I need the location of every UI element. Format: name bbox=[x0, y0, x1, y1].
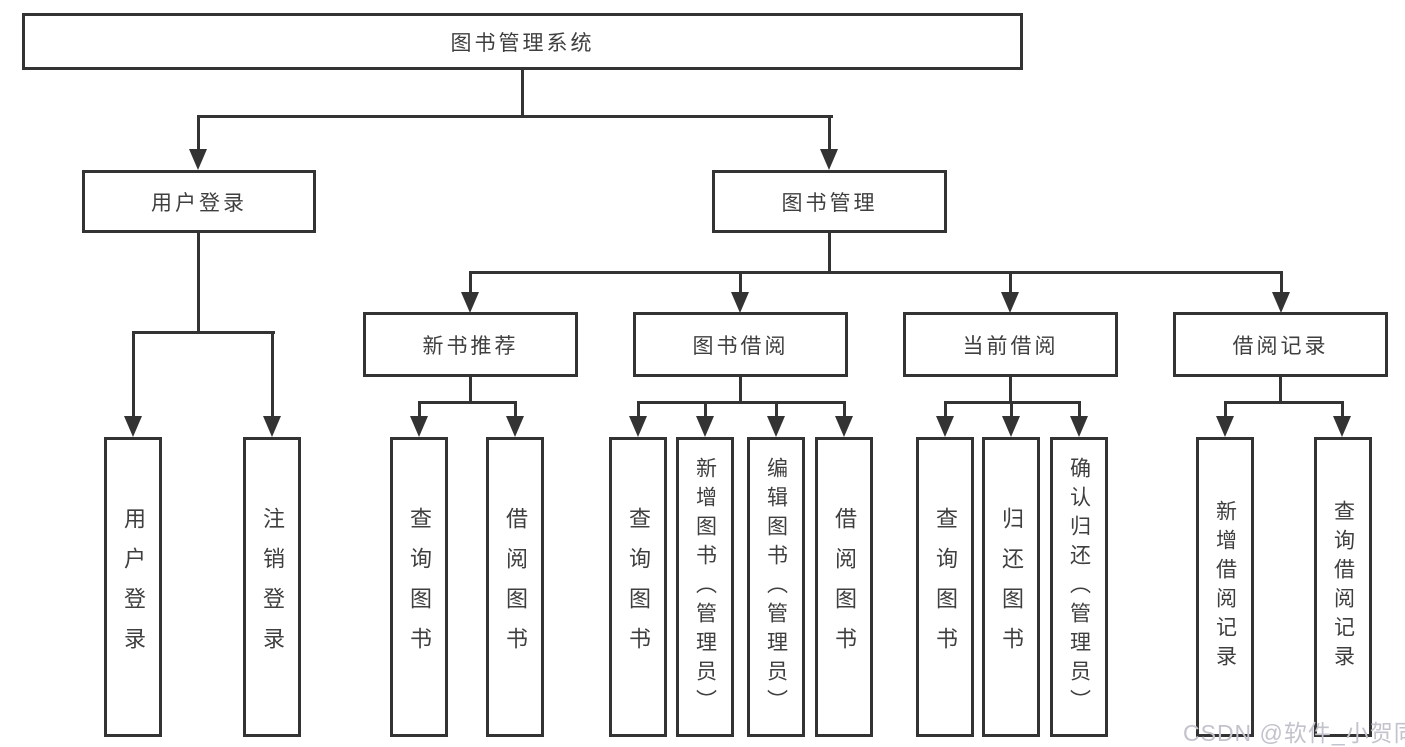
connector-arrow-stem bbox=[1280, 271, 1283, 294]
node-new-book-recommend-label: 新书推荐 bbox=[422, 334, 519, 358]
connector-arrow-stem bbox=[1078, 401, 1081, 418]
connector-stem bbox=[1279, 377, 1282, 403]
leaf-edit-books-admin-label: 编辑图书（管理员） bbox=[764, 456, 788, 718]
node-current-borrow-label: 当前借阅 bbox=[962, 334, 1059, 358]
leaf-user-login-label: 用户登录 bbox=[121, 507, 146, 667]
arrow-down-icon bbox=[506, 416, 524, 437]
node-root-label: 图书管理系统 bbox=[450, 31, 595, 55]
leaf-add-books-admin-label: 新增图书（管理员） bbox=[693, 456, 717, 718]
leaf-query-books-recommend-label: 查询图书 bbox=[407, 507, 432, 667]
connector-arrow-stem bbox=[944, 401, 947, 418]
connector-arrow-stem bbox=[1010, 401, 1013, 418]
leaf-confirm-return-admin: 确认归还（管理员） bbox=[1050, 437, 1108, 737]
leaf-add-borrow-record: 新增借阅记录 bbox=[1196, 437, 1254, 737]
connector-level3-bar bbox=[469, 271, 1283, 274]
connector-arrow-stem bbox=[704, 401, 707, 418]
connector-stem bbox=[828, 233, 831, 273]
connector-stem bbox=[739, 377, 742, 403]
node-current-borrow: 当前借阅 bbox=[903, 312, 1118, 377]
node-borrow-records-label: 借阅记录 bbox=[1232, 334, 1329, 358]
node-book-management-label: 图书管理 bbox=[781, 191, 878, 215]
leaf-add-books-admin: 新增图书（管理员） bbox=[676, 437, 734, 737]
node-borrow-records: 借阅记录 bbox=[1173, 312, 1388, 377]
leaf-query-borrow-record: 查询借阅记录 bbox=[1314, 437, 1372, 737]
arrow-down-icon bbox=[1272, 292, 1290, 313]
connector-arrow-stem bbox=[1224, 401, 1227, 418]
connector-arrow-stem bbox=[739, 271, 742, 294]
leaf-query-books-borrow: 查询图书 bbox=[609, 437, 667, 737]
connector-stem bbox=[1009, 377, 1012, 403]
arrow-down-icon bbox=[124, 416, 142, 437]
connector-arrow-stem bbox=[514, 401, 517, 418]
node-user-login: 用户登录 bbox=[82, 170, 316, 233]
arrow-down-icon bbox=[731, 292, 749, 313]
connector-arrow-stem bbox=[197, 115, 200, 151]
arrow-down-icon bbox=[263, 416, 281, 437]
leaf-return-books: 归还图书 bbox=[982, 437, 1040, 737]
leaf-query-books-recommend: 查询图书 bbox=[390, 437, 448, 737]
arrow-down-icon bbox=[1216, 416, 1234, 437]
leaf-borrow-books: 借阅图书 bbox=[815, 437, 873, 737]
arrow-down-icon bbox=[820, 149, 838, 170]
leaf-borrow-books-label: 借阅图书 bbox=[832, 507, 857, 667]
connector-level2-bar bbox=[197, 115, 833, 118]
node-new-book-recommend: 新书推荐 bbox=[363, 312, 578, 377]
leaf-add-borrow-record-label: 新增借阅记录 bbox=[1213, 500, 1237, 674]
connector-arrow-stem bbox=[843, 401, 846, 418]
leaf-return-books-label: 归还图书 bbox=[999, 507, 1024, 667]
arrow-down-icon bbox=[461, 292, 479, 313]
node-book-borrow-label: 图书借阅 bbox=[692, 334, 789, 358]
arrow-down-icon bbox=[1002, 416, 1020, 437]
connector-arrow-stem bbox=[1341, 401, 1344, 418]
connector-bar bbox=[132, 331, 275, 334]
connector-arrow-stem bbox=[132, 331, 135, 417]
connector-stem bbox=[469, 377, 472, 403]
csdn-watermark: CSDN @软件_小贺同学 bbox=[1183, 720, 1405, 746]
arrow-down-icon bbox=[936, 416, 954, 437]
arrow-down-icon bbox=[410, 416, 428, 437]
node-user-login-label: 用户登录 bbox=[151, 191, 247, 215]
leaf-query-books-current-label: 查询图书 bbox=[933, 507, 958, 667]
connector-bar bbox=[637, 401, 846, 404]
arrow-down-icon bbox=[696, 416, 714, 437]
leaf-logout-label: 注销登录 bbox=[260, 507, 285, 667]
leaf-user-login: 用户登录 bbox=[104, 437, 162, 737]
leaf-borrow-books-recommend-label: 借阅图书 bbox=[503, 507, 528, 667]
node-root: 图书管理系统 bbox=[22, 13, 1023, 70]
connector-bar bbox=[418, 401, 517, 404]
connector-arrow-stem bbox=[1009, 271, 1012, 294]
arrow-down-icon bbox=[189, 149, 207, 170]
leaf-confirm-return-admin-label: 确认归还（管理员） bbox=[1067, 456, 1091, 718]
node-book-borrow: 图书借阅 bbox=[633, 312, 848, 377]
connector-arrow-stem bbox=[828, 115, 831, 151]
leaf-query-books-borrow-label: 查询图书 bbox=[626, 507, 651, 667]
connector-arrow-stem bbox=[271, 331, 274, 417]
connector-arrow-stem bbox=[418, 401, 421, 418]
connector-root-stem bbox=[521, 70, 524, 117]
connector-bar bbox=[1224, 401, 1344, 404]
arrow-down-icon bbox=[1070, 416, 1088, 437]
leaf-query-borrow-record-label: 查询借阅记录 bbox=[1331, 500, 1355, 674]
leaf-query-books-current: 查询图书 bbox=[916, 437, 974, 737]
arrow-down-icon bbox=[1333, 416, 1351, 437]
connector-arrow-stem bbox=[469, 271, 472, 294]
leaf-borrow-books-recommend: 借阅图书 bbox=[486, 437, 544, 737]
leaf-edit-books-admin: 编辑图书（管理员） bbox=[747, 437, 805, 737]
node-book-management: 图书管理 bbox=[712, 170, 947, 233]
arrow-down-icon bbox=[835, 416, 853, 437]
connector-arrow-stem bbox=[637, 401, 640, 418]
leaf-logout: 注销登录 bbox=[243, 437, 301, 737]
arrow-down-icon bbox=[767, 416, 785, 437]
connector-stem bbox=[197, 233, 200, 333]
connector-arrow-stem bbox=[775, 401, 778, 418]
arrow-down-icon bbox=[629, 416, 647, 437]
arrow-down-icon bbox=[1001, 292, 1019, 313]
